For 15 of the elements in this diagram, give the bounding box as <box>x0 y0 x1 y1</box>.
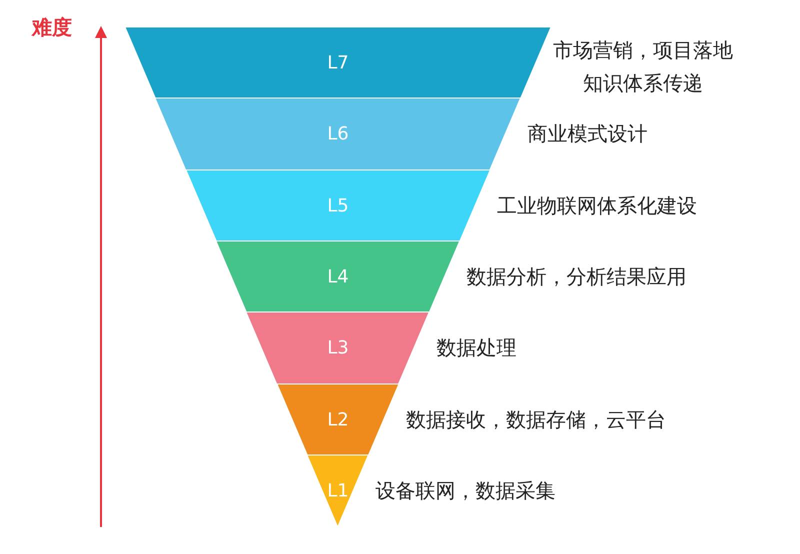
description-text: 设备联网，数据采集 <box>375 478 556 504</box>
level-label: L3 <box>327 338 349 358</box>
description-text: 商业模式设计 <box>527 120 648 148</box>
level-label: L2 <box>327 409 349 430</box>
description-text: 工业物联网体系化建设 <box>496 192 697 219</box>
axis-title: 难度 <box>32 14 72 41</box>
level-label: L4 <box>327 266 349 287</box>
description-text: 数据处理 <box>436 334 516 362</box>
level-label: L6 <box>327 124 349 144</box>
level-label: L1 <box>327 480 349 502</box>
level-label: L7 <box>327 52 349 73</box>
level-label: L5 <box>327 195 349 216</box>
description-text: 市场营销，项目落地知识体系传递 <box>552 36 734 96</box>
description-text: 数据分析，分析结果应用 <box>466 263 687 290</box>
description-text: 数据接收，数据存储，云平台 <box>406 406 666 433</box>
